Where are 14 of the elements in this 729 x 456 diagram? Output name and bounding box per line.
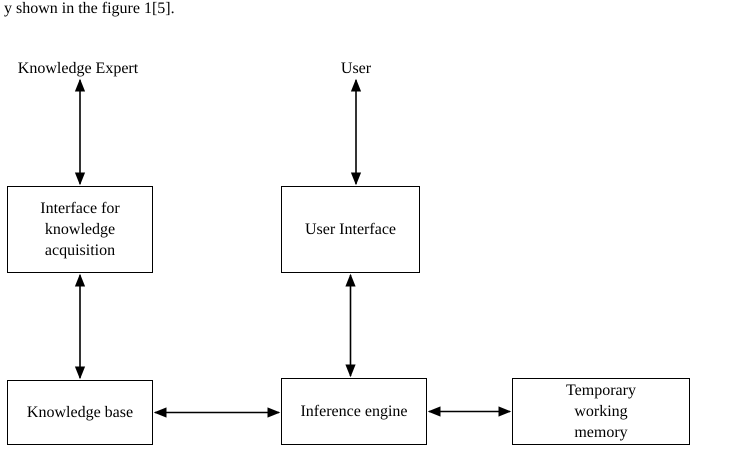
node-label: User bbox=[336, 58, 376, 78]
double-arrow bbox=[345, 274, 356, 378]
process-box: Temporary working memory bbox=[512, 378, 690, 445]
process-box: Inference engine bbox=[281, 378, 427, 445]
node-label: Knowledge Expert bbox=[2, 58, 154, 78]
double-arrow bbox=[74, 274, 86, 380]
double-arrow bbox=[154, 407, 280, 418]
double-arrow bbox=[350, 78, 362, 186]
caption-text: y shown in the figure 1[5]. bbox=[4, 0, 175, 18]
process-box: Knowledge base bbox=[7, 380, 153, 445]
double-arrow bbox=[428, 406, 512, 417]
process-box: Interface for knowledge acquisition bbox=[7, 186, 153, 273]
process-box: User Interface bbox=[281, 186, 420, 273]
double-arrow bbox=[74, 78, 86, 186]
